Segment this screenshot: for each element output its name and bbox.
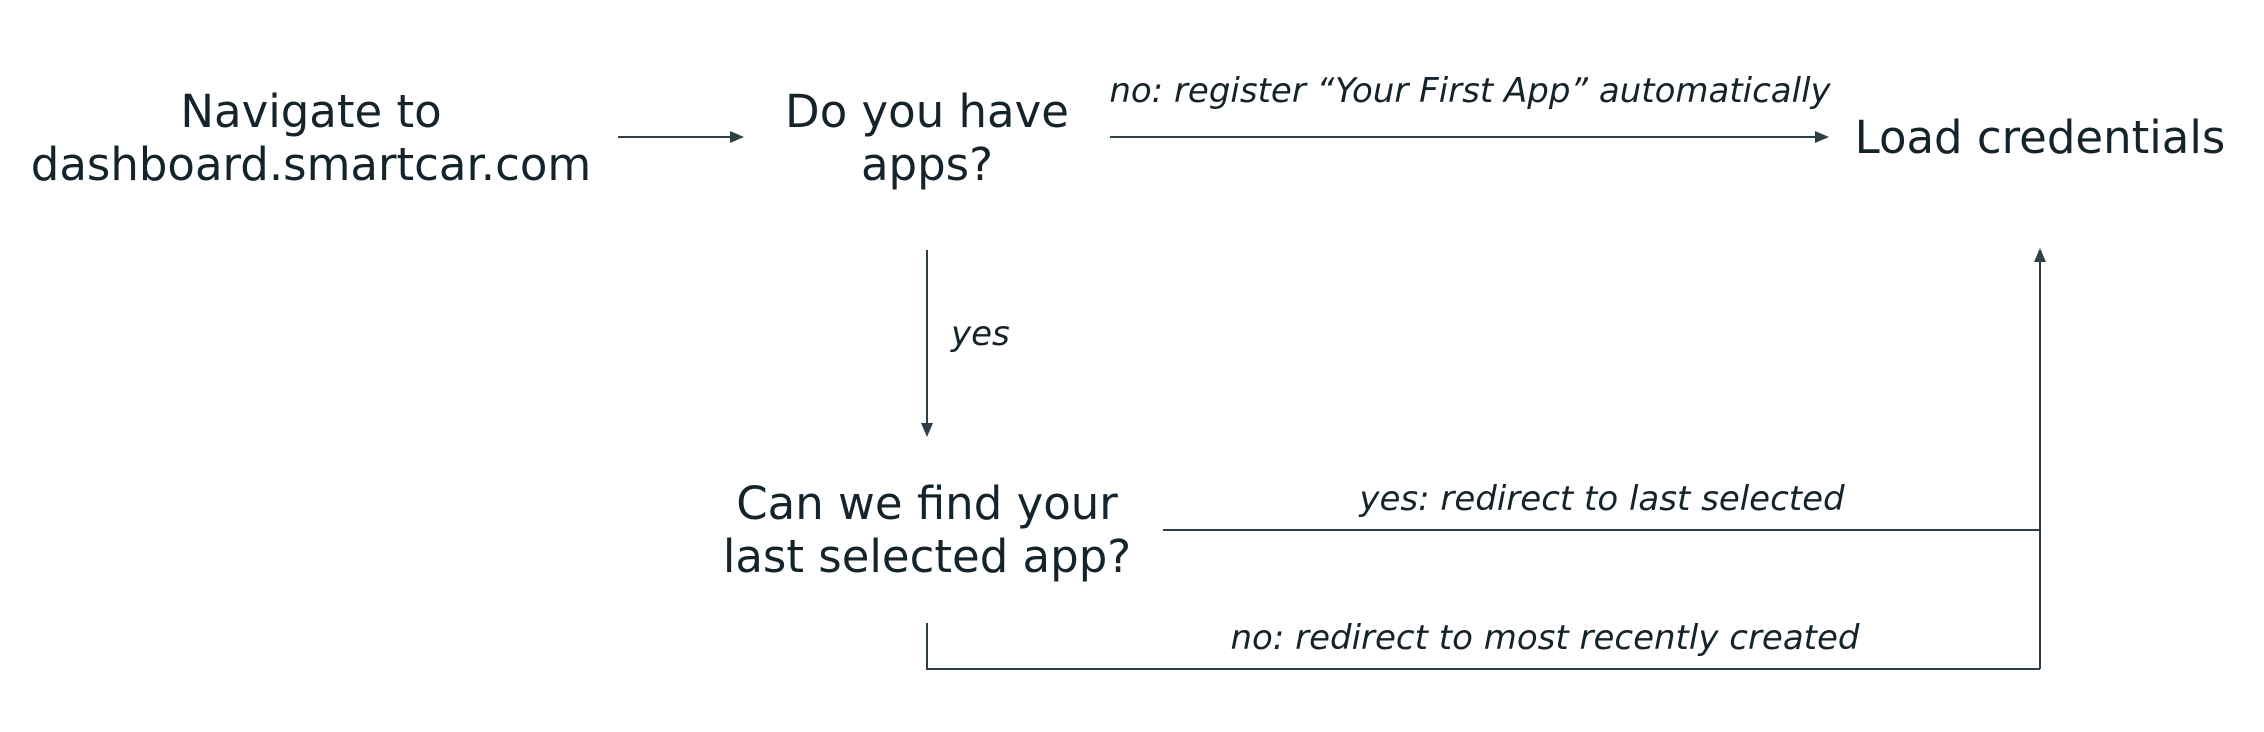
node-navigate-line2: dashboard.smartcar.com <box>31 138 591 191</box>
arrow-navigate-to-have-apps <box>618 131 744 143</box>
arrow-have-apps-to-load-credentials <box>1110 131 1829 143</box>
arrow-up-to-load-credentials <box>2034 248 2046 669</box>
edge-label-yes: yes <box>950 314 1010 354</box>
node-navigate: Navigate to dashboard.smartcar.com <box>31 85 591 191</box>
connector-no-redirect <box>926 623 2040 670</box>
node-have-apps-line2: apps? <box>861 138 993 191</box>
edge-label-no-redirect: no: redirect to most recently created <box>1231 618 1860 658</box>
node-have-apps-line1: Do you have <box>785 85 1069 138</box>
arrowhead-up <box>2034 248 2046 262</box>
node-have-apps: Do you have apps? <box>785 85 1069 191</box>
node-load-credentials-text: Load credentials <box>1855 111 2226 164</box>
arrowhead-down <box>921 423 933 437</box>
node-load-credentials: Load credentials <box>1855 111 2226 164</box>
node-navigate-line1: Navigate to <box>180 85 441 138</box>
arrow-have-apps-to-find-last <box>921 250 933 437</box>
arrowhead-right <box>1815 131 1829 143</box>
arrowhead-right <box>730 131 744 143</box>
edge-label-no-register: no: register “Your First App” automatica… <box>1109 71 1831 111</box>
node-find-last: Can we find your last selected app? <box>723 477 1131 583</box>
node-find-last-line1: Can we find your <box>736 477 1118 530</box>
edge-label-yes-redirect: yes: redirect to last selected <box>1358 479 1845 519</box>
node-find-last-line2: last selected app? <box>723 530 1131 583</box>
